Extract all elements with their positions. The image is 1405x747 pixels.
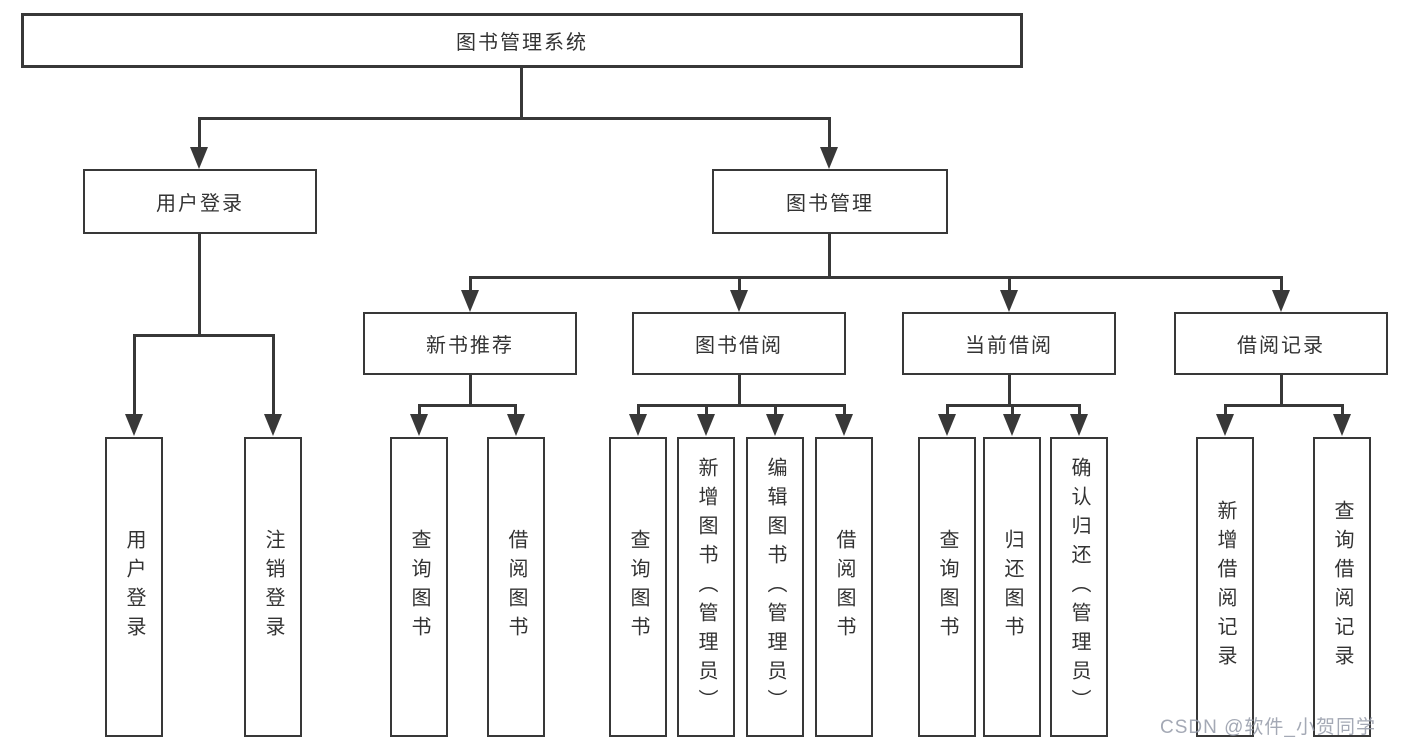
node-library-system: 图书管理系统 [21, 13, 1023, 68]
arrowhead-down [410, 414, 428, 436]
arrowhead-down [1003, 414, 1021, 436]
connector-bookmgmt-stem [828, 234, 831, 278]
connector-l4-child-stem [418, 404, 421, 416]
connector-l3-stem [1280, 276, 1283, 291]
connector-l4-child-stem [1011, 404, 1014, 416]
arrowhead-down [1216, 414, 1234, 436]
connector-l4-child-stem [1078, 404, 1081, 416]
arrowhead-down [697, 414, 715, 436]
arrowhead-down [1070, 414, 1088, 436]
leaf-query-borrow-record: 查询借阅记录 [1313, 437, 1371, 737]
leaf-query-books: 查询图书 [390, 437, 448, 737]
connector-l3-hline [469, 276, 1283, 279]
arrowhead-down [190, 147, 208, 169]
connector-l4-hline [637, 404, 845, 407]
leaf-add-borrow-record: 新增借阅记录 [1196, 437, 1254, 737]
connector-l4-parent-stem [1008, 375, 1011, 406]
arrowhead-down [730, 290, 748, 312]
connector-l3-stem [1008, 276, 1011, 291]
connector-userlogin-stem [198, 234, 201, 336]
csdn-watermark: CSDN @软件_小贺同学 [1160, 717, 1376, 738]
node-new-book-recommend: 新书推荐 [363, 312, 577, 375]
node-user-login: 用户登录 [83, 169, 317, 234]
leaf-user-login: 用户登录 [105, 437, 163, 737]
arrowhead-down [766, 414, 784, 436]
arrowhead-down [835, 414, 853, 436]
connector-l4-child-stem [946, 404, 949, 416]
connector-l4-child-stem [843, 404, 846, 416]
arrowhead-down [820, 147, 838, 169]
connector-l4-parent-stem [469, 375, 472, 406]
leaf-query-books: 查询图书 [609, 437, 667, 737]
node-book-management: 图书管理 [712, 169, 948, 234]
arrowhead-down [629, 414, 647, 436]
connector-userlogin-stem-left [133, 334, 136, 415]
connector-l3-stem [738, 276, 741, 291]
connector-l4-child-stem [774, 404, 777, 416]
arrowhead-down [461, 290, 479, 312]
connector-l2-hline [198, 117, 831, 120]
leaf-edit-books-admin: 编辑图书（管理员） [746, 437, 804, 737]
leaf-query-books: 查询图书 [918, 437, 976, 737]
node-book-borrowing: 图书借阅 [632, 312, 846, 375]
node-borrowing-records: 借阅记录 [1174, 312, 1388, 375]
connector-l3-stem [469, 276, 472, 291]
arrowhead-down [264, 414, 282, 436]
leaf-borrow-books: 借阅图书 [487, 437, 545, 737]
connector-l4-hline [1224, 404, 1343, 407]
connector-l4-child-stem [637, 404, 640, 416]
connector-root-stem [520, 68, 523, 118]
connector-l2-stem-right [828, 117, 831, 148]
leaf-return-books: 归还图书 [983, 437, 1041, 737]
arrowhead-down [1272, 290, 1290, 312]
connector-userlogin-stem-right [272, 334, 275, 415]
connector-l4-child-stem [1224, 404, 1227, 416]
connector-l4-child-stem [514, 404, 517, 416]
leaf-borrow-books: 借阅图书 [815, 437, 873, 737]
connector-userlogin-hline [133, 334, 275, 337]
leaf-logout: 注销登录 [244, 437, 302, 737]
arrowhead-down [1333, 414, 1351, 436]
connector-l4-hline [418, 404, 517, 407]
arrowhead-down [125, 414, 143, 436]
connector-l4-child-stem [1341, 404, 1344, 416]
node-current-borrowing: 当前借阅 [902, 312, 1116, 375]
connector-l4-parent-stem [738, 375, 741, 406]
arrowhead-down [1000, 290, 1018, 312]
connector-l4-child-stem [705, 404, 708, 416]
connector-l2-stem-left [198, 117, 201, 148]
arrowhead-down [507, 414, 525, 436]
leaf-add-books-admin: 新增图书（管理员） [677, 437, 735, 737]
leaf-confirm-return-admin: 确认归还（管理员） [1050, 437, 1108, 737]
connector-l4-parent-stem [1280, 375, 1283, 406]
arrowhead-down [938, 414, 956, 436]
